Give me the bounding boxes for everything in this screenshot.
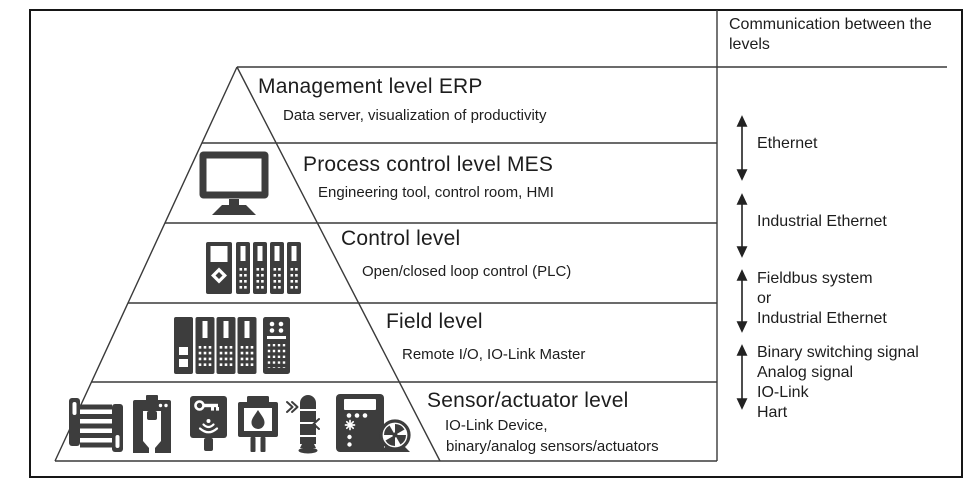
io-rack-icon [174, 317, 257, 374]
pyramid-left-slope [54, 66, 238, 462]
plc-rack-icon [206, 242, 301, 294]
level-subtitle-field: Remote I/O, IO-Link Master [402, 346, 586, 363]
level-title-management: Management level ERP [258, 75, 483, 98]
comm-label-industrial-ethernet: Industrial Ethernet [757, 213, 887, 230]
comm-label-signals-line3: IO-Link [757, 384, 809, 401]
fieldbus-arrow-icon [736, 269, 748, 333]
fan-blades [384, 424, 406, 446]
level-title-field: Field level [386, 310, 483, 333]
level-title-control: Control level [341, 227, 461, 250]
comm-label-fieldbus-line3: Industrial Ethernet [757, 310, 887, 327]
io-module-icon [263, 317, 290, 374]
level-subtitle-management: Data server, visualization of productivi… [283, 107, 547, 124]
comm-label-fieldbus-line1: Fieldbus system [757, 270, 873, 287]
level-title-process-control: Process control level MES [303, 153, 554, 176]
comm-label-signals-line1: Binary switching signal [757, 344, 919, 361]
comm-arrows [736, 115, 748, 410]
signal-tower-icon [286, 395, 320, 454]
pyramid-lines [54, 10, 947, 462]
flow-sensor-icon [238, 396, 278, 452]
ethernet-arrow-icon [736, 115, 748, 181]
diagram-border [29, 9, 963, 478]
sun-glyph [344, 419, 356, 431]
frame-sensor-icon [133, 395, 171, 453]
comm-label-signals-line2: Analog signal [757, 364, 854, 381]
signals-arrow-icon [736, 344, 748, 410]
comm-label-fieldbus-line2: or [757, 290, 772, 307]
level-subtitle-sensor-actuator-1: IO-Link Device, [445, 417, 548, 434]
rfid-sensor-icon [190, 396, 227, 451]
level-subtitle-sensor-actuator-2: binary/analog sensors/actuators [446, 438, 659, 455]
comm-label-ethernet: Ethernet [757, 135, 818, 152]
io-link-device-icon [336, 394, 411, 452]
communication-header: Communication between the levels [729, 16, 932, 53]
monitor-icon [199, 151, 269, 215]
level-subtitle-control: Open/closed loop control (PLC) [362, 263, 572, 280]
comm-label-signals-line4: Hart [757, 404, 788, 421]
pyramid-right-slope [236, 66, 441, 462]
level-title-sensor-actuator: Sensor/actuator level [427, 389, 629, 412]
industrial-ethernet-arrow-icon [736, 193, 748, 258]
level-subtitle-process-control: Engineering tool, control room, HMI [318, 184, 554, 201]
light-curtain-icon [69, 398, 123, 452]
